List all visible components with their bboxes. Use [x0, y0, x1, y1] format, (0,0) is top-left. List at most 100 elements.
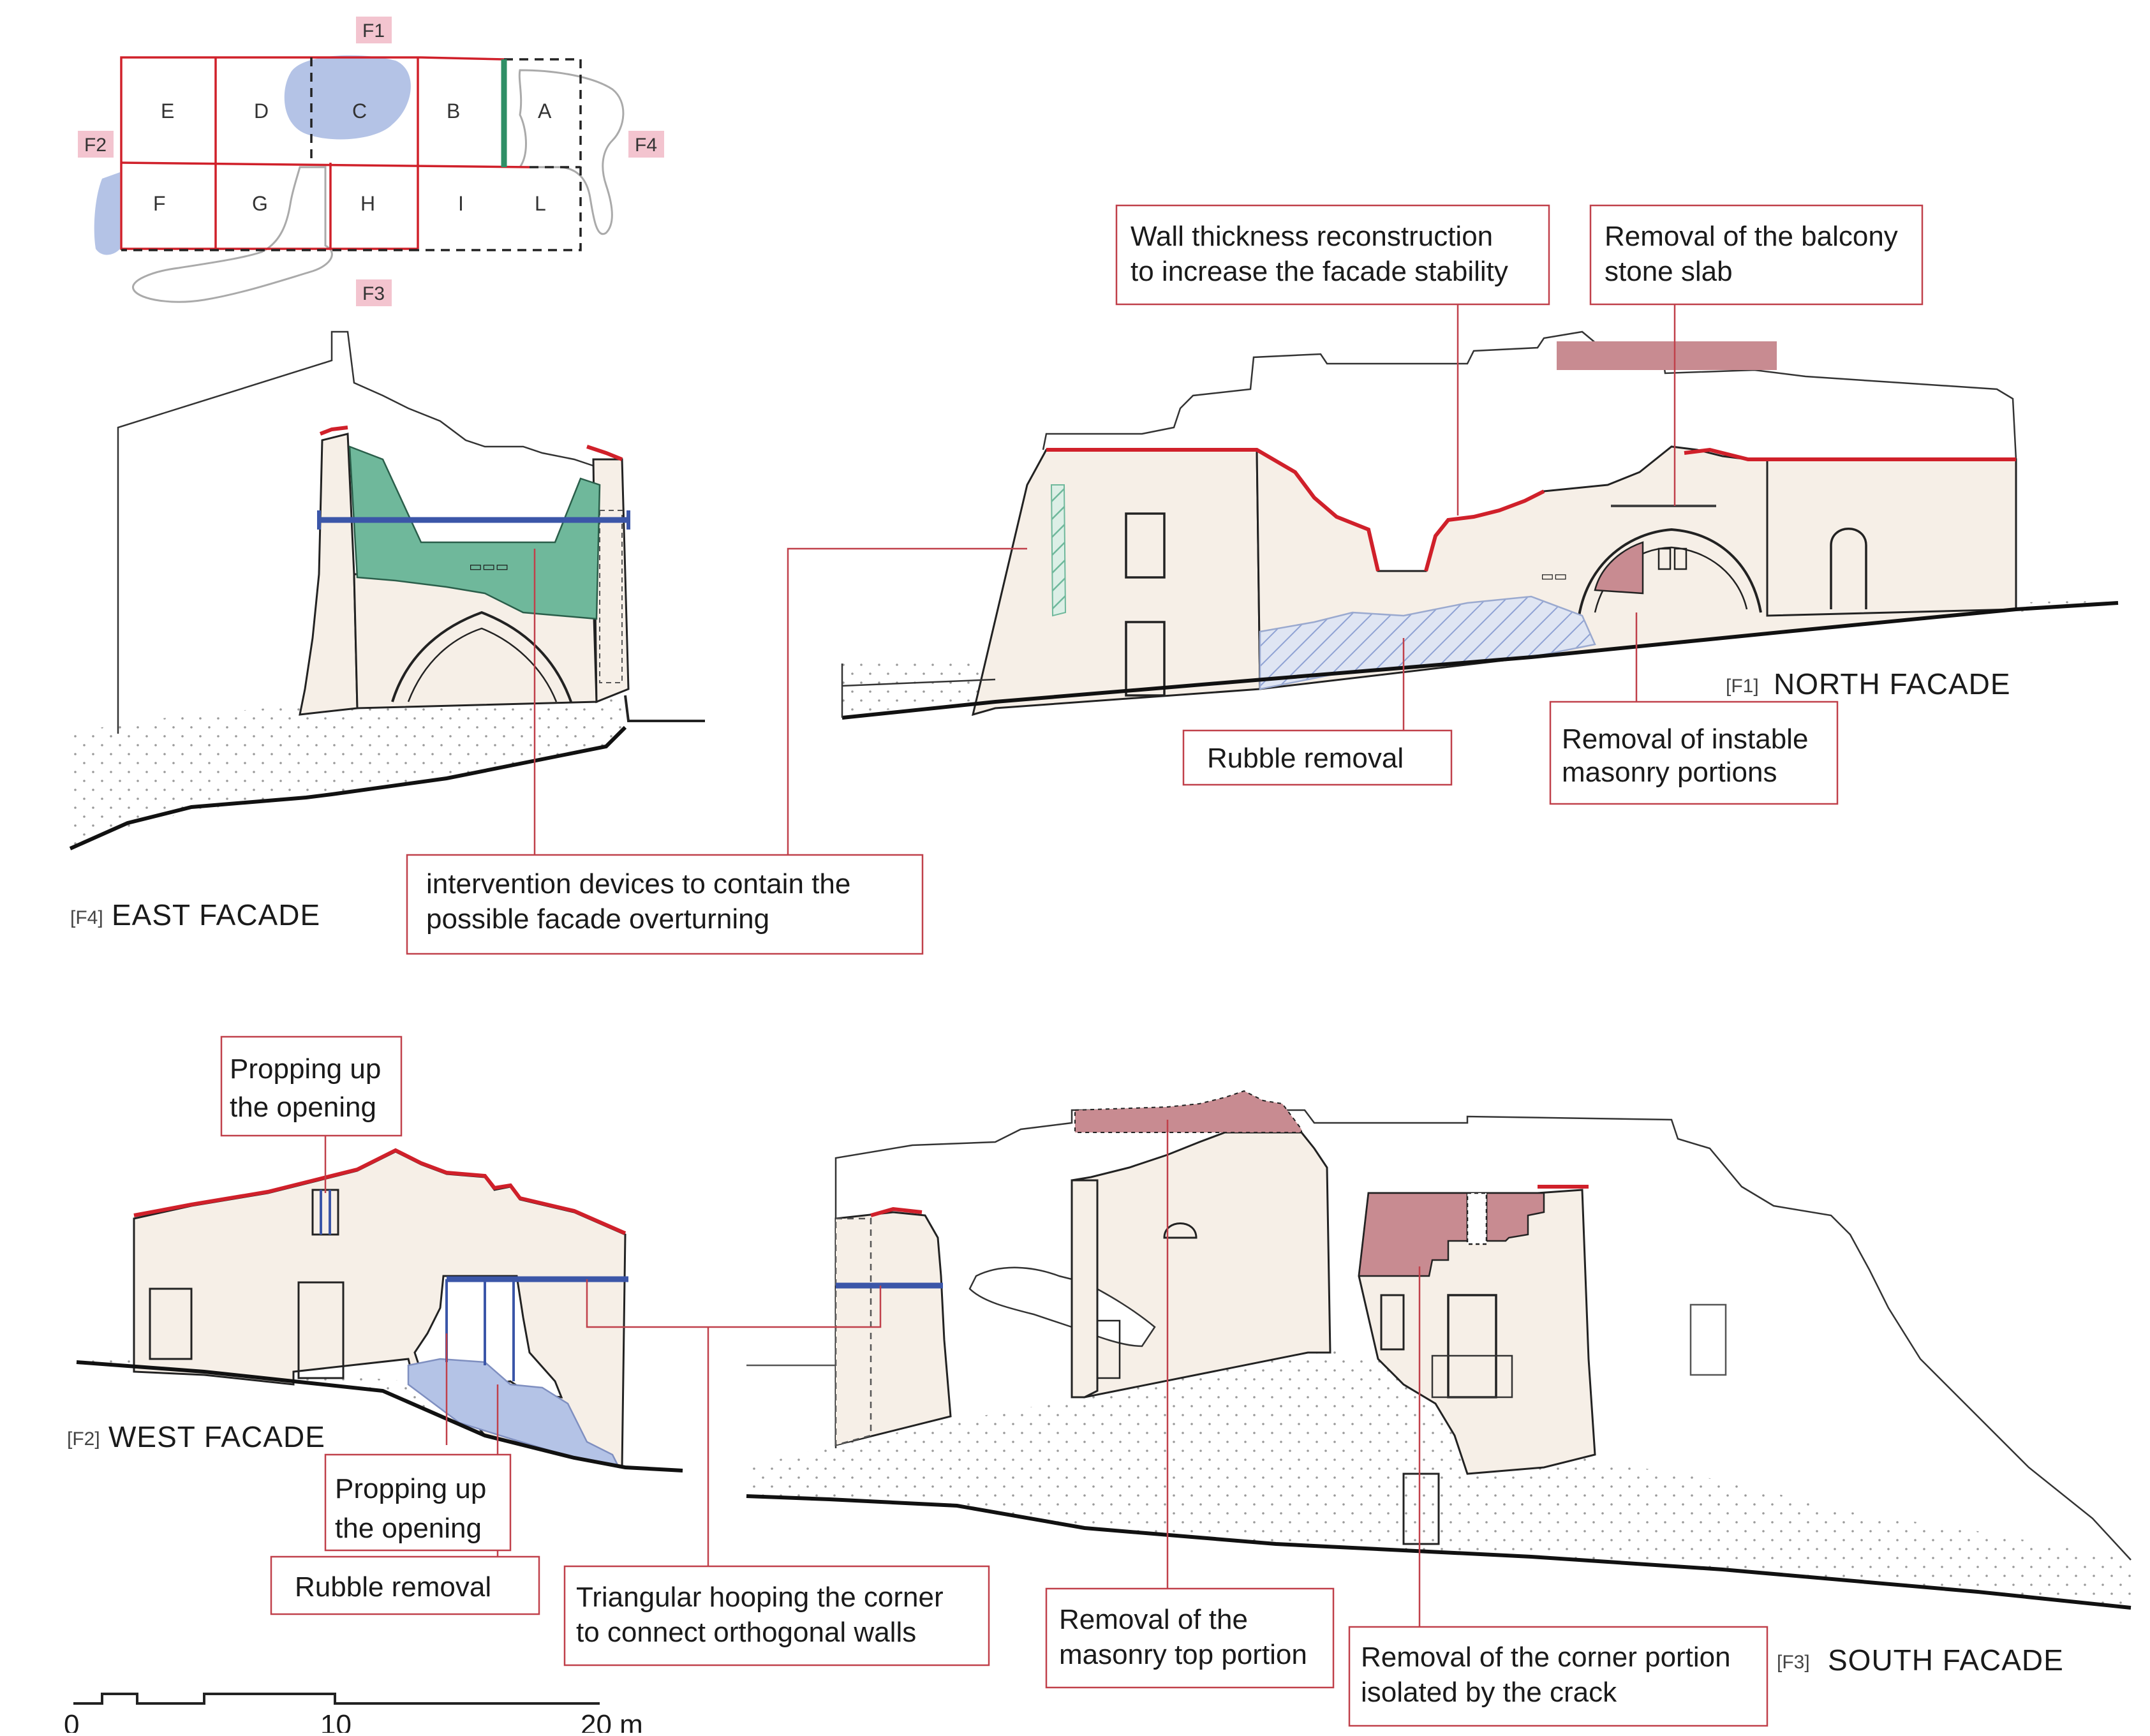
east-facade-tag: [F4] — [70, 907, 103, 928]
south-facade-tag: [F3] — [1777, 1652, 1810, 1673]
tag-f3-bg — [356, 279, 392, 306]
scale-tick-10: 10 — [320, 1709, 352, 1733]
west-door-1 — [149, 1287, 193, 1360]
label-propping-top-line1: Propping up — [230, 1053, 381, 1085]
south-wall-tower-left — [1071, 1179, 1099, 1398]
plan-room-a: A — [538, 100, 552, 122]
label-propping-top: Propping up the opening — [220, 1035, 403, 1137]
label-wall-thickness: Wall thickness reconstruction to increas… — [1115, 204, 1550, 306]
tag-f1: F1 — [362, 20, 385, 41]
label-triangular-hooping-line1: Triangular hooping the corner — [576, 1582, 944, 1613]
north-ruin-outline — [1042, 330, 2017, 460]
label-corner-portion-line2: isolated by the crack — [1361, 1677, 1617, 1708]
plan-room-e: E — [161, 100, 174, 122]
east-ground-fill — [70, 695, 625, 849]
north-arch — [1578, 528, 1762, 616]
east-step — [624, 695, 705, 722]
plan-room-d: D — [254, 100, 269, 122]
label-propping-bottom: Propping up the opening — [324, 1453, 512, 1552]
label-masonry-top-line1: Removal of the — [1059, 1604, 1248, 1635]
plan-room-h: H — [360, 192, 375, 215]
east-ground-line — [69, 725, 627, 850]
west-facade-drawing — [76, 1148, 683, 1473]
north-door-arch — [1830, 528, 1867, 609]
plan-room-g: G — [252, 192, 268, 215]
south-quoins — [834, 1217, 872, 1446]
tag-f1-bg — [356, 17, 392, 43]
east-green-infill — [348, 445, 601, 620]
tag-f4-bg — [628, 131, 664, 158]
plan-room-b: B — [447, 100, 460, 122]
north-pink-slab — [1557, 341, 1777, 370]
north-wall-right-block — [1766, 458, 2017, 617]
north-facade-caption: NORTH FACADE — [1774, 667, 2011, 701]
north-wall-sliver — [841, 664, 996, 718]
tag-f3: F3 — [362, 283, 385, 304]
east-arch-inner — [407, 627, 558, 702]
south-red-edge-left — [870, 1206, 923, 1217]
label-intervention-devices-line1: intervention devices to contain the — [426, 868, 850, 900]
south-ruin-outline — [834, 1109, 2131, 1561]
label-masonry-top: Removal of the masonry top portion — [1045, 1587, 1335, 1689]
east-brick-mark: ▭▭▭ — [469, 558, 508, 574]
label-rubble-north: Rubble removal — [1182, 729, 1453, 786]
north-green-hatch — [1050, 484, 1067, 617]
leader-lines — [324, 305, 1676, 1627]
label-wall-thickness-line1: Wall thickness reconstruction — [1131, 221, 1493, 252]
south-ground-line — [746, 1494, 2131, 1610]
label-rubble-north-line1: Rubble removal — [1207, 743, 1404, 774]
label-instable-masonry: Removal of instable masonry portions — [1549, 701, 1839, 805]
east-wall-left — [299, 433, 359, 716]
north-door-1 — [1125, 621, 1166, 697]
south-opening-blob — [968, 1266, 1156, 1347]
south-facade-caption: SOUTH FACADE — [1828, 1643, 2064, 1677]
site-plan: E D C B A F G H I L F1 F2 F3 F4 — [78, 17, 664, 306]
tag-f2-bg — [78, 131, 114, 158]
east-arch — [391, 611, 572, 702]
label-intervention-devices-line2: possible facade overturning — [426, 903, 769, 935]
label-intervention-devices: intervention devices to contain the poss… — [406, 854, 924, 955]
north-ground-line — [841, 601, 2119, 720]
east-facade-caption: EAST FACADE — [112, 898, 320, 931]
south-window-far — [1689, 1303, 1727, 1376]
north-red-edge-2 — [1424, 489, 1545, 572]
label-triangular-hooping-line2: to connect orthogonal walls — [576, 1617, 916, 1648]
tag-f4: F4 — [635, 135, 657, 156]
label-wall-thickness-line2: to increase the facade stability — [1131, 256, 1508, 287]
plan-rubble-zone-c — [284, 55, 411, 140]
label-rubble-west: Rubble removal — [270, 1555, 540, 1615]
plan-room-f: F — [153, 192, 166, 215]
plan-outline-east — [518, 69, 625, 235]
label-triangular-hooping: Triangular hooping the corner to connect… — [563, 1565, 990, 1666]
plan-room-i: I — [458, 192, 464, 215]
north-facade-tag: [F1] — [1726, 676, 1759, 697]
south-semicircle-window — [1163, 1222, 1197, 1239]
west-facade-caption: WEST FACADE — [108, 1420, 325, 1453]
scale-tick-20: 20 m — [581, 1709, 643, 1733]
south-window-left — [1380, 1294, 1405, 1351]
scale-bar: 0 10 20 m — [64, 1693, 643, 1736]
east-facade-drawing: ▭▭▭ — [69, 330, 705, 850]
label-instable-masonry-line2: masonry portions — [1562, 757, 1777, 788]
label-balcony-slab-line2: stone slab — [1605, 256, 1733, 287]
east-ruin-outline — [117, 330, 594, 734]
label-instable-masonry-line1: Removal of instable — [1562, 723, 1808, 755]
north-red-edge-3 — [1684, 447, 2016, 461]
north-rose-masonry — [1594, 541, 1644, 595]
plan-room-l: L — [535, 192, 546, 215]
south-door-low — [1402, 1473, 1440, 1545]
label-corner-portion: Removal of the corner portion isolated b… — [1348, 1626, 1768, 1727]
label-balcony-slab: Removal of the balcony stone slab — [1589, 204, 1924, 306]
north-facade-drawing: ▭▭ — [841, 330, 2119, 720]
label-propping-bottom-line1: Propping up — [335, 1473, 486, 1504]
plan-outline-south — [131, 166, 333, 303]
label-masonry-top-line2: masonry top portion — [1059, 1639, 1307, 1670]
south-top-pink — [1074, 1090, 1302, 1133]
south-window-white — [1466, 1192, 1488, 1245]
north-window-1 — [1125, 512, 1166, 579]
label-propping-bottom-line2: the opening — [335, 1513, 482, 1544]
north-wall-left — [971, 449, 1261, 716]
label-propping-top-line2: the opening — [230, 1092, 376, 1123]
